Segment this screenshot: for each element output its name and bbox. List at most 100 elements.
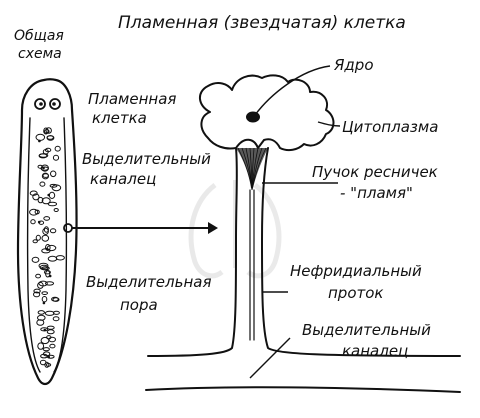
intestine-branch bbox=[46, 325, 55, 330]
label-excretory-canal-left-1: Выделительный bbox=[82, 150, 211, 168]
intestine-branch bbox=[38, 262, 49, 269]
nephridial-duct-right-wall bbox=[261, 147, 461, 357]
branched-intestine-pattern bbox=[29, 127, 65, 368]
intestine-branch bbox=[41, 197, 51, 205]
label-nucleus: Ядро bbox=[333, 56, 374, 74]
body-dot bbox=[45, 247, 49, 251]
intestine-branch bbox=[39, 359, 47, 366]
pointer-lines bbox=[249, 65, 341, 379]
label-nephridial-duct-2: проток bbox=[328, 284, 383, 302]
intestine-branch bbox=[54, 145, 61, 152]
intestine-branch bbox=[38, 280, 48, 287]
scheme-label-line1: Общая bbox=[14, 28, 64, 44]
intestine-branch bbox=[29, 208, 39, 216]
label-cytoplasm: Цитоплазма bbox=[342, 118, 438, 136]
intestine-branch bbox=[49, 228, 57, 234]
flame-cell bbox=[145, 74, 461, 393]
label-excretory-canal-right-1: Выделительный bbox=[302, 321, 431, 339]
intestine-branch bbox=[52, 310, 60, 315]
scheme-label-line2: схема bbox=[18, 46, 62, 62]
intestine-branch bbox=[41, 296, 48, 303]
intestine-branch bbox=[37, 164, 43, 169]
diagram-title: Пламенная (звездчатая) клетка bbox=[118, 13, 406, 33]
label-excretory-pore-1: Выделительная bbox=[86, 273, 212, 291]
intestine-branch bbox=[37, 314, 46, 321]
intestine-branch bbox=[46, 244, 57, 252]
body-dot bbox=[42, 301, 46, 305]
intestine-branch bbox=[33, 288, 41, 294]
intestine-branch bbox=[50, 170, 57, 178]
cell-nucleus bbox=[246, 111, 260, 123]
intestine-branch bbox=[48, 336, 57, 343]
intestine-branch bbox=[35, 133, 46, 141]
intestine-branch bbox=[44, 281, 55, 286]
intestine-branch bbox=[30, 219, 36, 225]
label-cilia-bundle-1: Пучок ресничек bbox=[312, 163, 438, 181]
intestine-branch bbox=[40, 164, 50, 172]
intestine-branch bbox=[37, 310, 45, 315]
intestine-branch bbox=[32, 239, 38, 244]
intestine-branch bbox=[45, 127, 52, 134]
cilia-bundle bbox=[236, 147, 268, 191]
intestine-branch bbox=[29, 190, 38, 196]
intestine-branch bbox=[47, 201, 58, 207]
intestine-branch bbox=[55, 255, 65, 261]
label-flame-cell-left-1: Пламенная bbox=[88, 90, 176, 108]
intestine-branch bbox=[43, 216, 51, 221]
intestine-branch bbox=[46, 135, 55, 141]
intestine-branch bbox=[42, 227, 49, 235]
intestine-branch bbox=[32, 193, 40, 201]
label-nephridial-duct-1: Нефридиальный bbox=[290, 262, 422, 280]
body-dot bbox=[47, 355, 50, 359]
body-dot bbox=[42, 166, 45, 170]
nephridial-duct-left-wall bbox=[147, 147, 238, 357]
intestine-branch bbox=[41, 291, 49, 296]
label-excretory-canal-left-2: каналец bbox=[90, 170, 156, 188]
eye-right bbox=[49, 98, 61, 110]
intestine-branch bbox=[44, 310, 55, 316]
intestine-branch bbox=[33, 291, 41, 298]
label-excretory-pore-2: пора bbox=[120, 296, 158, 314]
intestine-branch bbox=[43, 270, 51, 275]
intestine-branch bbox=[40, 353, 48, 359]
intestine-branch bbox=[31, 256, 40, 263]
intestine-branch bbox=[42, 173, 49, 178]
intestine-branch bbox=[49, 343, 56, 349]
eye-left bbox=[34, 98, 46, 110]
label-excretory-canal-right-2: каналец bbox=[342, 342, 408, 360]
body-dot bbox=[47, 193, 50, 197]
excretory-canal-bottom-wall bbox=[145, 386, 461, 393]
intestine-branch bbox=[37, 342, 45, 350]
marked-flame-cell bbox=[63, 223, 73, 233]
intestine-branch bbox=[39, 181, 46, 187]
body-dot bbox=[37, 220, 41, 224]
body-dot bbox=[38, 139, 41, 143]
intestine-branch bbox=[49, 183, 58, 188]
intestine-branch bbox=[36, 319, 45, 326]
intestine-branch bbox=[38, 153, 49, 158]
body-dot bbox=[48, 274, 52, 278]
intestine-branch bbox=[52, 316, 60, 322]
cell-cytoplasm-outline bbox=[199, 74, 335, 152]
intestine-branch bbox=[53, 208, 59, 212]
intestine-branch bbox=[48, 191, 56, 199]
magnification-arrow bbox=[72, 222, 218, 234]
label-flame-cell-left-2: клетка bbox=[92, 109, 147, 127]
planarian-body bbox=[16, 78, 78, 386]
label-cilia-bundle-2: - "пламя" bbox=[340, 184, 413, 202]
intestine-branch bbox=[41, 234, 50, 242]
intestine-branch bbox=[46, 329, 55, 335]
intestine-branch bbox=[45, 244, 51, 251]
intestine-branch bbox=[34, 209, 40, 215]
intestine-branch bbox=[42, 347, 50, 352]
intestine-branch bbox=[52, 154, 60, 161]
body-dot bbox=[43, 328, 47, 332]
intestine-branch bbox=[43, 127, 49, 135]
intestine-branch bbox=[35, 234, 41, 241]
intestine-branch bbox=[51, 296, 59, 302]
intestine-branch bbox=[47, 255, 58, 262]
intestine-branch bbox=[37, 196, 44, 204]
intestine-branch bbox=[35, 273, 41, 279]
